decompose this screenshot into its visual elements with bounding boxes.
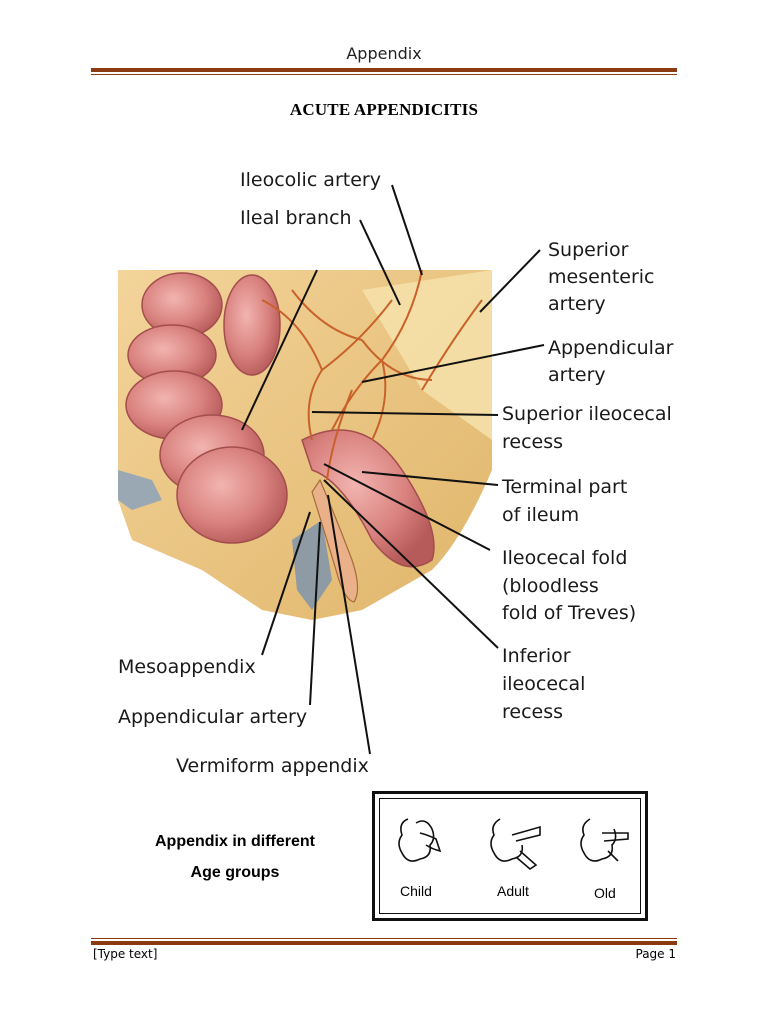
label-superior-mesenteric-1: Superior bbox=[548, 239, 629, 261]
age-groups-diagram: Child Adult Old bbox=[372, 791, 648, 921]
label-ileocolic-artery: Ileocolic artery bbox=[240, 169, 381, 191]
anatomy-illustration: Ileocolic artery Ileal branch Superior m… bbox=[118, 169, 674, 777]
page-number: Page 1 bbox=[635, 947, 677, 961]
label-ileocecal-fold-3: fold of Treves) bbox=[502, 602, 636, 624]
colon bbox=[125, 272, 288, 544]
label-ileal-branch: Ileal branch bbox=[240, 207, 352, 229]
label-appendicular-artery-left: Appendicular artery bbox=[118, 706, 307, 728]
label-superior-ileocecal-recess-1: Superior ileocecal bbox=[502, 403, 672, 425]
age-groups-caption: Appendix in different Age groups bbox=[110, 826, 360, 888]
caption-line-1: Appendix in different bbox=[155, 833, 315, 850]
arteries bbox=[261, 269, 483, 481]
label-superior-mesenteric-3: artery bbox=[548, 293, 606, 315]
age-label-old: Old bbox=[594, 885, 616, 901]
age-label-adult: Adult bbox=[497, 883, 529, 899]
age-groups-sketches bbox=[398, 818, 629, 871]
label-inferior-ileocecal-recess-3: recess bbox=[502, 701, 563, 723]
label-ileocecal-fold-2: (bloodless bbox=[502, 575, 599, 597]
terminal-ileum bbox=[301, 429, 435, 568]
label-ileocecal-fold-1: Ileocecal fold bbox=[502, 547, 627, 569]
label-mesoappendix: Mesoappendix bbox=[118, 656, 256, 678]
footer-left-text[interactable]: [Type text] bbox=[93, 947, 158, 961]
label-terminal-part-ileum-1: Terminal part bbox=[501, 476, 627, 498]
label-vermiform-appendix: Vermiform appendix bbox=[176, 755, 369, 777]
leader-lines bbox=[241, 184, 545, 755]
label-inferior-ileocecal-recess-1: Inferior bbox=[502, 645, 571, 667]
label-superior-ileocecal-recess-2: recess bbox=[502, 431, 563, 453]
label-inferior-ileocecal-recess-2: ileocecal bbox=[502, 673, 585, 695]
age-label-child: Child bbox=[400, 883, 432, 899]
document-title: ACUTE APPENDICITIS bbox=[289, 100, 479, 119]
footer-rule bbox=[91, 938, 677, 945]
label-terminal-part-ileum-2: of ileum bbox=[502, 504, 579, 526]
appendix-anatomy-figure: Ileocolic artery Ileal branch Superior m… bbox=[62, 140, 742, 780]
header-rule bbox=[91, 68, 677, 75]
header-title: Appendix bbox=[346, 44, 422, 63]
label-superior-mesenteric-2: mesenteric bbox=[548, 266, 655, 288]
label-appendicular-artery-right-1: Appendicular bbox=[548, 337, 674, 359]
label-appendicular-artery-right-2: artery bbox=[548, 364, 606, 386]
caption-line-2: Age groups bbox=[190, 864, 280, 881]
